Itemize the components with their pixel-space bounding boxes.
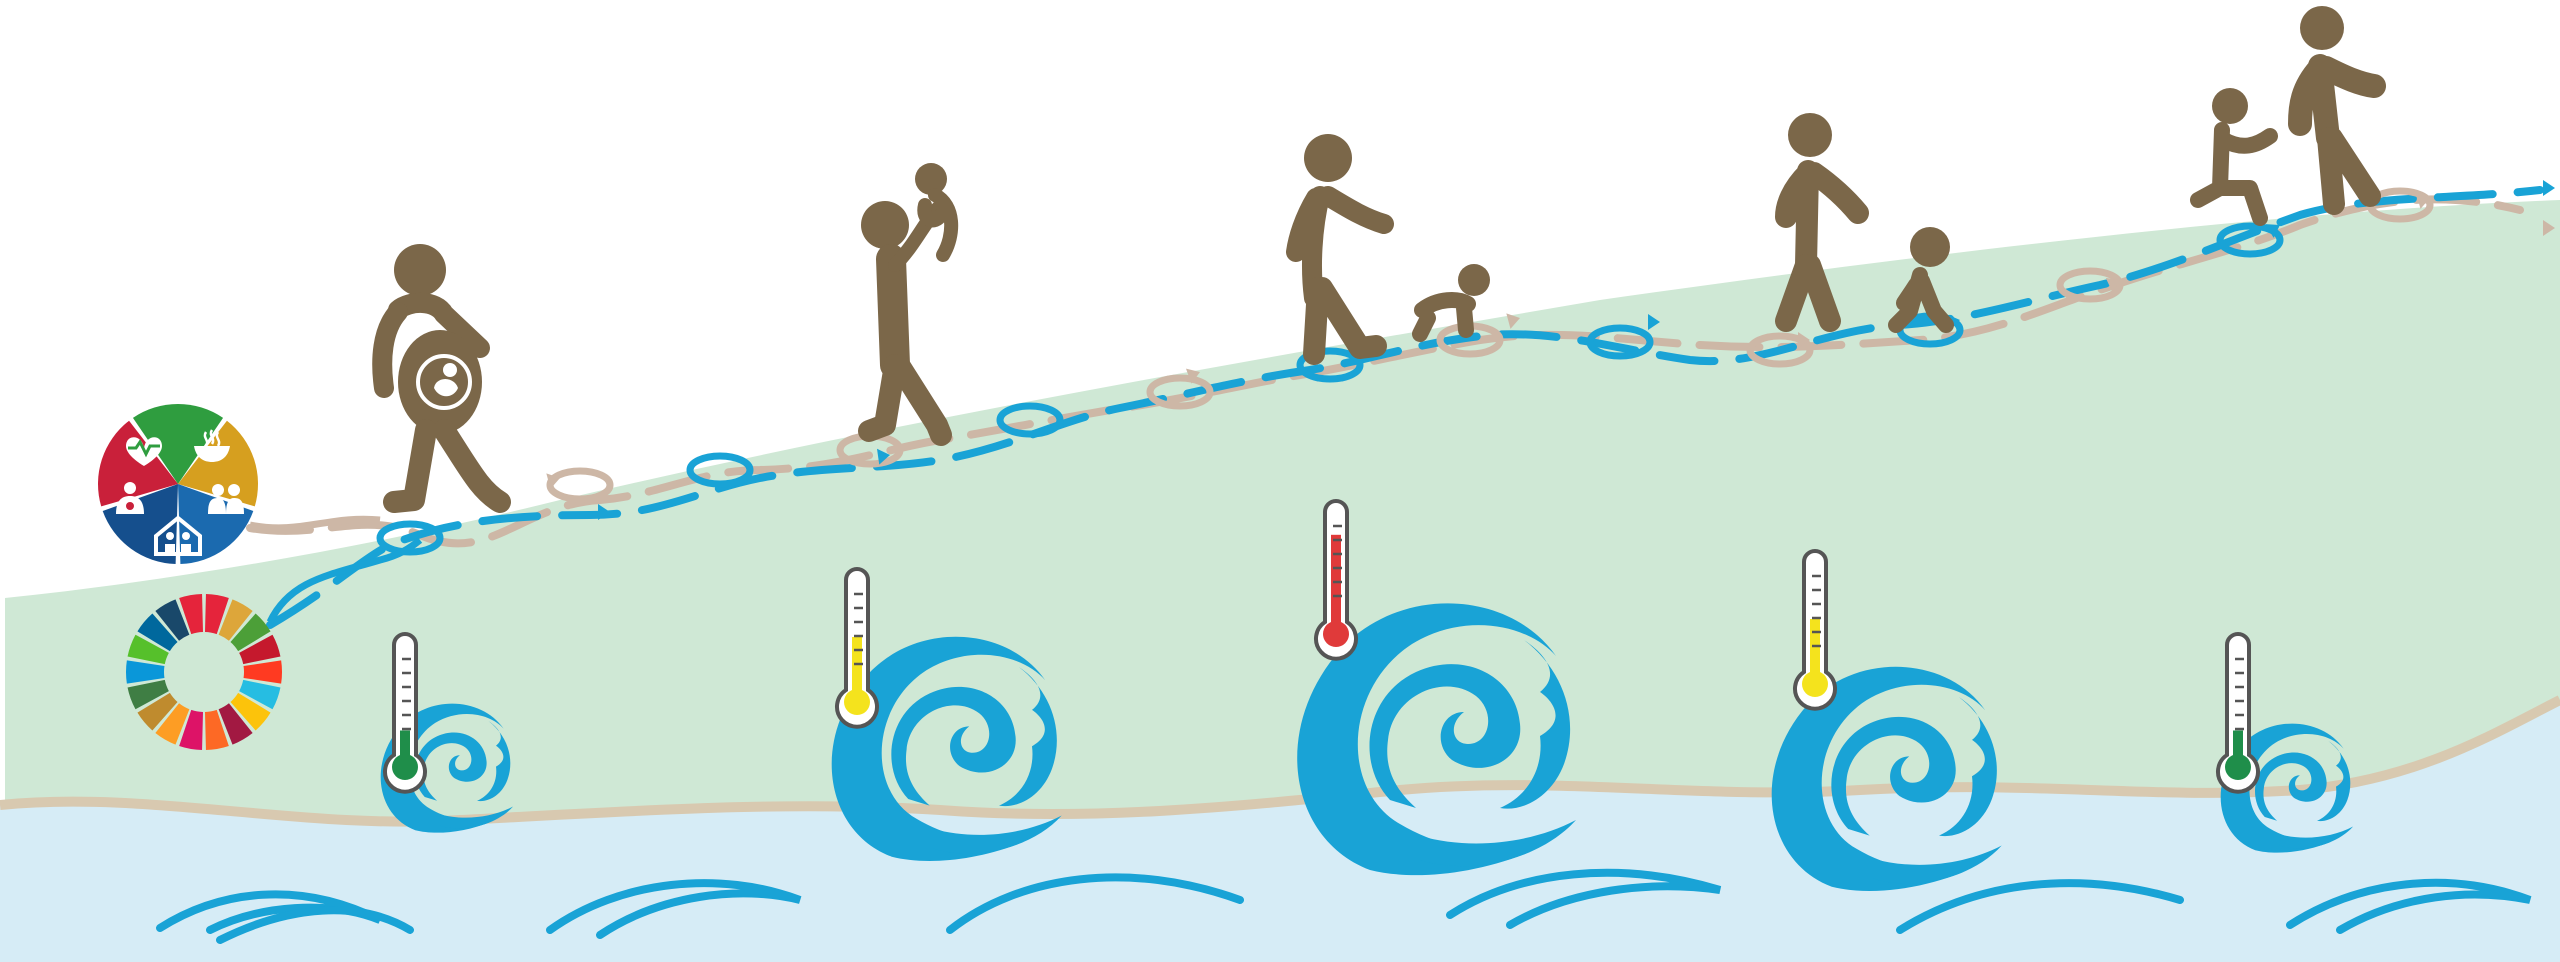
thermometer-level bbox=[2233, 731, 2243, 760]
thermometer-level bbox=[1331, 535, 1341, 626]
thermometer-level bbox=[852, 637, 862, 694]
thermometer-level bbox=[400, 731, 410, 760]
thermometer-level bbox=[1810, 619, 1820, 676]
